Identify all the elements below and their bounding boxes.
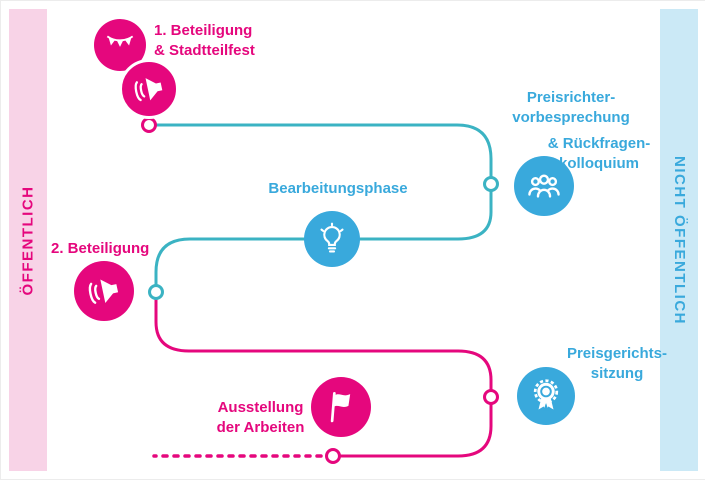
festival-node [94,19,146,71]
waypoint-2 [483,176,499,192]
megaphone-icon [88,279,119,304]
participation1-node [119,59,179,119]
waypoint-3 [148,284,164,300]
jury-session-node [517,367,575,425]
jury-session-label: Preisgerichts- sitzung [566,345,668,382]
participation2-node [74,261,134,321]
non-public-band: NICHT ÖFFENTLICH [660,9,698,471]
jury-briefing-node [514,156,574,216]
bunting-icon [106,35,134,47]
megaphone-icon [134,78,163,102]
exhibition-label: Ausstellung der Arbeiten [216,399,305,436]
public-band: ÖFFENTLICH [9,9,47,471]
exhibition-node [311,377,371,437]
award-icon [533,379,559,411]
people-icon [528,174,560,198]
flag-icon [330,392,351,423]
waypoint-5 [325,448,341,464]
working-phase-label: Bearbeitungsphase [268,180,408,197]
waypoint-4 [483,389,499,405]
path-segment-top [149,123,493,292]
participation1-label: 1. Beteiligung & Stadtteilfest [154,22,255,59]
jury-briefing-label-top: Preisrichter- vorbesprechung [512,89,630,126]
path-segment-bottom [154,292,493,458]
waypoint-1 [141,117,157,133]
participation2-label: 2. Beteiligung [51,240,150,257]
working-phase-node [304,211,360,267]
lightbulb-icon [320,222,344,253]
jury-briefing-label-bottom: & Rückfragen- kolloquium [547,135,651,172]
